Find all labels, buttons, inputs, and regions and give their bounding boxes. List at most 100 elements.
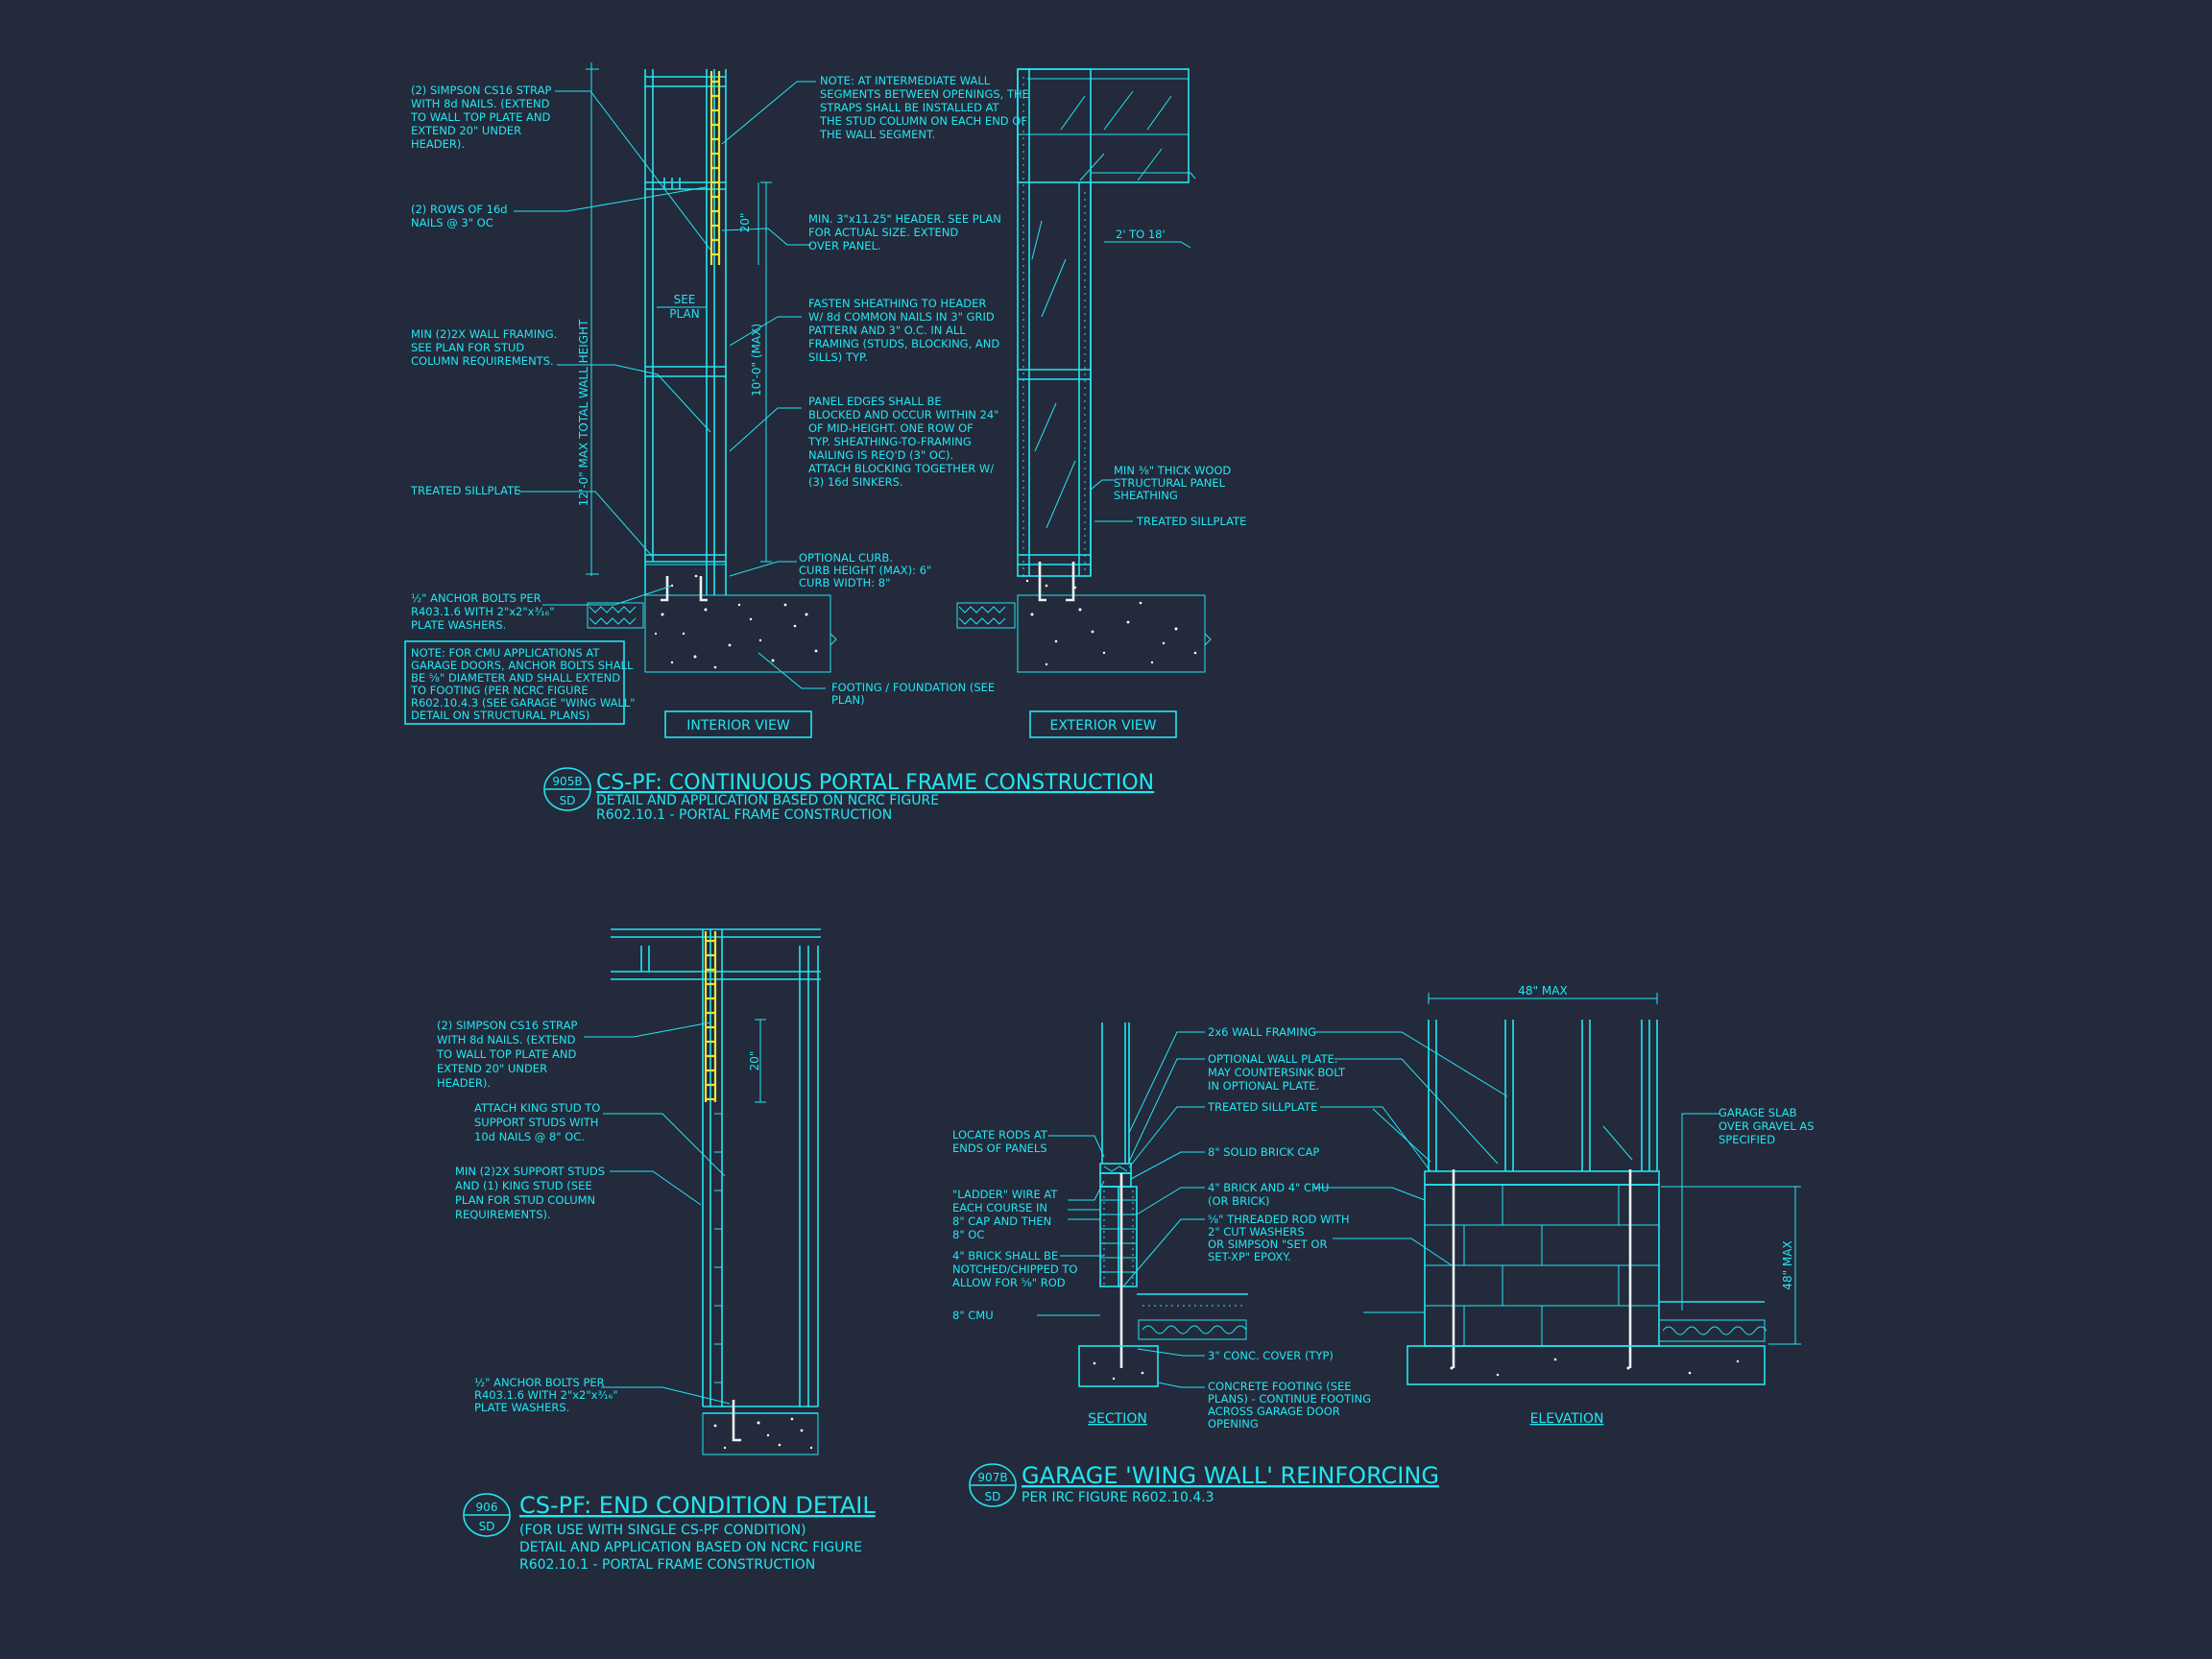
- svg-text:OVER PANEL.: OVER PANEL.: [808, 239, 881, 252]
- note-concrete-footing: CONCRETE FOOTING (SEE PLANS) - CONTINUE …: [1208, 1380, 1371, 1431]
- svg-text:R403.1.6 WITH 2"x2"x³⁄₁₆": R403.1.6 WITH 2"x2"x³⁄₁₆": [411, 605, 555, 618]
- svg-text:8" CAP AND THEN: 8" CAP AND THEN: [952, 1214, 1051, 1228]
- svg-text:GARAGE DOORS, ANCHOR BOLTS SHA: GARAGE DOORS, ANCHOR BOLTS SHALL: [411, 659, 634, 672]
- svg-text:SEGMENTS BETWEEN OPENINGS, THE: SEGMENTS BETWEEN OPENINGS, THE: [820, 87, 1029, 101]
- svg-text:REQUIREMENTS).: REQUIREMENTS).: [455, 1208, 551, 1221]
- svg-text:SHEATHING: SHEATHING: [1114, 489, 1178, 502]
- svg-text:THE STUD COLUMN ON EACH END OF: THE STUD COLUMN ON EACH END OF: [819, 114, 1027, 128]
- svg-text:(FOR USE WITH SINGLE CS-PF CON: (FOR USE WITH SINGLE CS-PF CONDITION): [519, 1523, 806, 1538]
- section-label: SECTION: [1088, 1411, 1147, 1427]
- svg-text:SPECIFIED: SPECIFIED: [1719, 1133, 1775, 1146]
- svg-text:MIN (2)2X SUPPORT STUDS: MIN (2)2X SUPPORT STUDS: [455, 1165, 605, 1178]
- svg-text:IN OPTIONAL PLATE.: IN OPTIONAL PLATE.: [1208, 1079, 1319, 1093]
- anchor-bolt-end-icon: [732, 1400, 741, 1442]
- note-cmu-applications: NOTE: FOR CMU APPLICATIONS AT GARAGE DOO…: [410, 646, 636, 722]
- svg-text:PLAN): PLAN): [831, 693, 865, 707]
- detail-number-905b: 905B: [552, 775, 582, 788]
- svg-text:COLUMN REQUIREMENTS.: COLUMN REQUIREMENTS.: [411, 354, 554, 368]
- svg-text:PLATE WASHERS.: PLATE WASHERS.: [474, 1401, 569, 1414]
- svg-text:GARAGE SLAB: GARAGE SLAB: [1719, 1106, 1797, 1119]
- detail-907b-section: [1078, 1022, 1248, 1387]
- svg-text:(3) 16d SINKERS.: (3) 16d SINKERS.: [808, 475, 903, 489]
- svg-text:W/ 8d COMMON NAILS IN 3" GRID: W/ 8d COMMON NAILS IN 3" GRID: [808, 310, 995, 324]
- svg-text:4" BRICK SHALL BE: 4" BRICK SHALL BE: [952, 1249, 1058, 1262]
- simpson-strap-end-icon: [704, 931, 717, 1102]
- note-fasten-sheathing: FASTEN SHEATHING TO HEADER W/ 8d COMMON …: [808, 297, 999, 364]
- svg-text:2" CUT WASHERS: 2" CUT WASHERS: [1208, 1225, 1305, 1238]
- svg-text:R602.10.1 - PORTAL FRAME CONST: R602.10.1 - PORTAL FRAME CONSTRUCTION: [519, 1557, 815, 1573]
- svg-text:MIN ⅜" THICK WOOD: MIN ⅜" THICK WOOD: [1114, 464, 1231, 477]
- note-threaded-rod: ⅝" THREADED ROD WITH 2" CUT WASHERS OR S…: [1208, 1213, 1350, 1263]
- svg-text:½" ANCHOR BOLTS PER: ½" ANCHOR BOLTS PER: [474, 1376, 605, 1389]
- svg-text:OPENING: OPENING: [1208, 1417, 1259, 1431]
- svg-text:TYP. SHEATHING-TO-FRAMING: TYP. SHEATHING-TO-FRAMING: [807, 435, 972, 448]
- note-brick-notched: 4" BRICK SHALL BE NOTCHED/CHIPPED TO ALL…: [952, 1249, 1077, 1289]
- svg-text:TO WALL TOP PLATE AND: TO WALL TOP PLATE AND: [436, 1047, 576, 1061]
- detail-906-end-condition: [611, 928, 821, 1455]
- svg-text:OPTIONAL CURB.: OPTIONAL CURB.: [799, 551, 893, 565]
- note-brick-cmu: 4" BRICK AND 4" CMU (OR BRICK): [1208, 1181, 1329, 1208]
- svg-text:DETAIL AND APPLICATION BASED O: DETAIL AND APPLICATION BASED ON NCRC FIG…: [519, 1540, 862, 1555]
- note-strap-905b: (2) SIMPSON CS16 STRAP WITH 8d NAILS. (E…: [410, 84, 551, 151]
- note-conc-cover: 3" CONC. COVER (TYP): [1208, 1349, 1334, 1362]
- svg-text:MAY COUNTERSINK BOLT: MAY COUNTERSINK BOLT: [1208, 1066, 1346, 1079]
- svg-text:ATTACH BLOCKING TOGETHER W/: ATTACH BLOCKING TOGETHER W/: [808, 462, 994, 475]
- note-footing-foundation: FOOTING / FOUNDATION (SEE PLAN): [831, 681, 995, 707]
- svg-text:NOTE: FOR CMU APPLICATIONS AT: NOTE: FOR CMU APPLICATIONS AT: [411, 646, 600, 660]
- note-wall-framing-905b: MIN (2)2X WALL FRAMING. SEE PLAN FOR STU…: [411, 327, 557, 368]
- svg-text:STRUCTURAL PANEL: STRUCTURAL PANEL: [1114, 476, 1226, 490]
- svg-text:(OR BRICK): (OR BRICK): [1208, 1194, 1270, 1208]
- dim-strap-overlap: 20": [738, 213, 752, 233]
- sheet-ref-905b: SD: [560, 794, 576, 807]
- note-support-studs: MIN (2)2X SUPPORT STUDS AND (1) KING STU…: [455, 1165, 605, 1221]
- svg-text:FOR ACTUAL SIZE. EXTEND: FOR ACTUAL SIZE. EXTEND: [808, 226, 958, 239]
- dim-total-wall-height: 12'-0" MAX TOTAL WALL HEIGHT: [577, 319, 590, 506]
- note-brick-cap: 8" SOLID BRICK CAP: [1208, 1145, 1319, 1159]
- exterior-view-label: EXTERIOR VIEW: [1049, 718, 1156, 733]
- title-907b: GARAGE 'WING WALL' REINFORCING: [1022, 1462, 1439, 1489]
- note-intermediate-wall: NOTE: AT INTERMEDIATE WALL SEGMENTS BETW…: [819, 74, 1029, 141]
- note-8-cmu: 8" CMU: [952, 1309, 994, 1322]
- svg-text:AND (1) KING STUD (SEE: AND (1) KING STUD (SEE: [455, 1179, 592, 1192]
- svg-text:10d NAILS @ 8" OC.: 10d NAILS @ 8" OC.: [474, 1130, 585, 1143]
- svg-text:OPTIONAL WALL PLATE.: OPTIONAL WALL PLATE.: [1208, 1052, 1338, 1066]
- note-sillplate-exterior: TREATED SILLPLATE: [1136, 515, 1246, 528]
- svg-text:PATTERN AND 3" O.C. IN ALL: PATTERN AND 3" O.C. IN ALL: [808, 324, 966, 337]
- svg-text:TO WALL TOP PLATE AND: TO WALL TOP PLATE AND: [410, 110, 550, 124]
- svg-text:CURB WIDTH: 8": CURB WIDTH: 8": [799, 576, 890, 589]
- note-sillplate-wing: TREATED SILLPLATE: [1207, 1100, 1317, 1114]
- svg-text:SEE PLAN FOR STUD: SEE PLAN FOR STUD: [411, 341, 524, 354]
- exterior-footing-hatch: [1025, 579, 1197, 666]
- svg-text:PLAN FOR STUD COLUMN: PLAN FOR STUD COLUMN: [455, 1193, 595, 1207]
- svg-text:PER IRC FIGURE R602.10.4.3: PER IRC FIGURE R602.10.4.3: [1022, 1490, 1214, 1505]
- note-locate-rods: LOCATE RODS AT ENDS OF PANELS: [952, 1128, 1048, 1155]
- note-optional-plate: OPTIONAL WALL PLATE. MAY COUNTERSINK BOL…: [1208, 1052, 1346, 1093]
- note-ladder-wire: "LADDER" WIRE AT EACH COURSE IN 8" CAP A…: [952, 1188, 1058, 1241]
- title-block-906: 906 SD CS-PF: END CONDITION DETAIL (FOR …: [463, 1492, 876, 1573]
- note-panel-edges: PANEL EDGES SHALL BE BLOCKED AND OCCUR W…: [807, 395, 998, 489]
- detail-905b-interior-view: [586, 62, 837, 673]
- title-906: CS-PF: END CONDITION DETAIL: [519, 1492, 876, 1519]
- svg-text:R602.10.1 - PORTAL FRAME CONST: R602.10.1 - PORTAL FRAME CONSTRUCTION: [596, 807, 892, 823]
- svg-text:FRAMING (STUDS, BLOCKING, AND: FRAMING (STUDS, BLOCKING, AND: [808, 337, 999, 350]
- svg-text:DETAIL AND APPLICATION BASED O: DETAIL AND APPLICATION BASED ON NCRC FIG…: [596, 793, 939, 808]
- svg-text:SUPPORT STUDS WITH: SUPPORT STUDS WITH: [474, 1116, 598, 1129]
- svg-text:PANEL EDGES SHALL BE: PANEL EDGES SHALL BE: [808, 395, 942, 408]
- svg-text:NAILING IS REQ'D (3" OC).: NAILING IS REQ'D (3" OC).: [808, 448, 953, 462]
- svg-text:HEADER).: HEADER).: [437, 1076, 491, 1090]
- svg-text:4" BRICK AND 4" CMU: 4" BRICK AND 4" CMU: [1208, 1181, 1329, 1194]
- dim-48-height: 48" MAX: [1781, 1240, 1794, 1289]
- anchor-bolt-icon: [661, 576, 708, 602]
- title-block-905b: 905B SD CS-PF: CONTINUOUS PORTAL FRAME C…: [543, 767, 1154, 823]
- svg-text:NOTE: AT INTERMEDIATE WALL: NOTE: AT INTERMEDIATE WALL: [820, 74, 991, 87]
- note-sheathing-exterior: MIN ⅜" THICK WOOD STRUCTURAL PANEL SHEAT…: [1114, 464, 1231, 502]
- sheet-ref-906: SD: [479, 1520, 495, 1533]
- footing-concrete-hatch: [654, 574, 818, 669]
- svg-text:ENDS OF PANELS: ENDS OF PANELS: [952, 1142, 1047, 1155]
- anchor-bolt-exterior-icon: [1038, 562, 1075, 602]
- svg-text:ACROSS GARAGE DOOR: ACROSS GARAGE DOOR: [1208, 1405, 1340, 1418]
- svg-text:R403.1.6 WITH 2"x2"x³⁄₁₆": R403.1.6 WITH 2"x2"x³⁄₁₆": [474, 1388, 618, 1402]
- svg-text:NOTCHED/CHIPPED TO: NOTCHED/CHIPPED TO: [952, 1262, 1077, 1276]
- note-garage-slab: GARAGE SLAB OVER GRAVEL AS SPECIFIED: [1719, 1106, 1815, 1146]
- svg-text:OF MID-HEIGHT. ONE ROW OF: OF MID-HEIGHT. ONE ROW OF: [808, 421, 974, 435]
